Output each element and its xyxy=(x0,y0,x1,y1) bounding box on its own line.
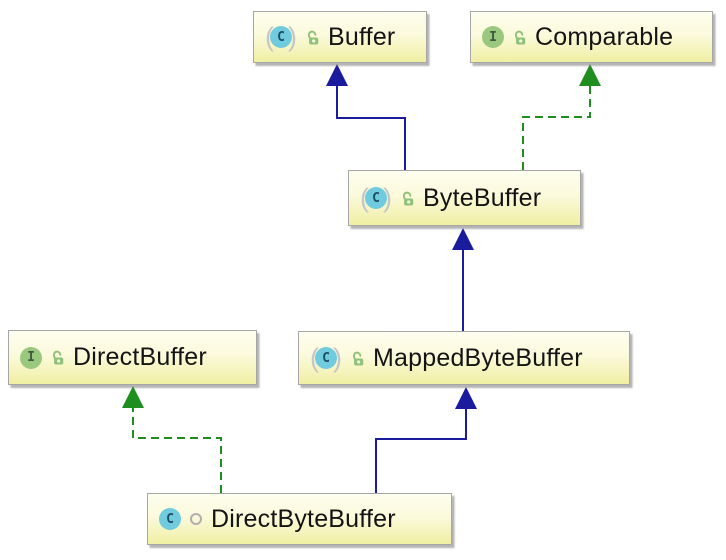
abstract-paren-left: ( xyxy=(360,185,369,212)
class-badge: C xyxy=(270,26,292,48)
abstract-class-icon: ( C ) xyxy=(360,183,392,213)
abstract-paren-left: ( xyxy=(310,345,319,372)
node-label: DirectByteBuffer xyxy=(211,504,396,533)
node-label: MappedByteBuffer xyxy=(373,343,583,372)
package-private-icon xyxy=(190,513,202,525)
node-directbytebuffer[interactable]: C DirectByteBuffer xyxy=(147,493,452,545)
interface-badge: I xyxy=(482,26,504,48)
class-badge: C xyxy=(315,347,337,369)
abstract-paren-right: ) xyxy=(288,22,297,52)
node-buffer[interactable]: ( C ) Buffer xyxy=(253,11,427,63)
abstract-paren-right: ) xyxy=(333,343,342,373)
interface-badge: I xyxy=(20,346,42,369)
abstract-class-icon: ( C ) xyxy=(310,343,342,373)
node-label: Buffer xyxy=(328,22,396,51)
public-lock-icon xyxy=(514,30,526,45)
public-lock-icon xyxy=(352,351,364,366)
implements-edge-line xyxy=(132,407,222,493)
edge-bytebuffer-extends-buffer[interactable] xyxy=(326,64,406,170)
abstract-class-icon: ( C ) xyxy=(265,22,297,52)
edge-mappedbytebuffer-extends-bytebuffer[interactable] xyxy=(452,228,474,331)
implements-arrowhead-icon xyxy=(579,64,601,86)
node-directbuffer[interactable]: I DirectBuffer xyxy=(8,330,257,385)
interface-icon: I xyxy=(482,26,504,48)
extends-arrowhead-icon xyxy=(326,64,348,86)
node-label: Comparable xyxy=(535,22,674,51)
class-badge: C xyxy=(159,508,181,530)
extends-arrowhead-icon xyxy=(452,228,474,250)
extends-edge-line xyxy=(375,408,467,493)
node-label: ByteBuffer xyxy=(423,183,542,212)
class-icon: C xyxy=(159,508,181,530)
edge-directbytebuffer-extends-mappedbytebuffer[interactable] xyxy=(375,387,477,493)
abstract-paren-right: ) xyxy=(383,183,392,213)
public-lock-icon xyxy=(402,191,414,206)
extends-edge-line xyxy=(336,85,406,170)
public-lock-icon xyxy=(52,350,64,365)
abstract-paren-left: ( xyxy=(265,24,274,51)
class-badge: C xyxy=(365,187,387,209)
public-lock-icon xyxy=(307,30,319,45)
node-bytebuffer[interactable]: ( C ) ByteBuffer xyxy=(348,170,581,226)
interface-icon: I xyxy=(20,346,42,369)
node-comparable[interactable]: I Comparable xyxy=(470,11,713,63)
implements-edge-line xyxy=(522,86,591,170)
edge-directbytebuffer-implements-directbuffer[interactable] xyxy=(122,386,222,493)
node-mappedbytebuffer[interactable]: ( C ) MappedByteBuffer xyxy=(298,331,630,385)
implements-arrowhead-icon xyxy=(122,386,144,408)
node-label: DirectBuffer xyxy=(73,343,207,371)
edge-bytebuffer-implements-comparable[interactable] xyxy=(522,64,601,170)
extends-arrowhead-icon xyxy=(455,387,477,409)
